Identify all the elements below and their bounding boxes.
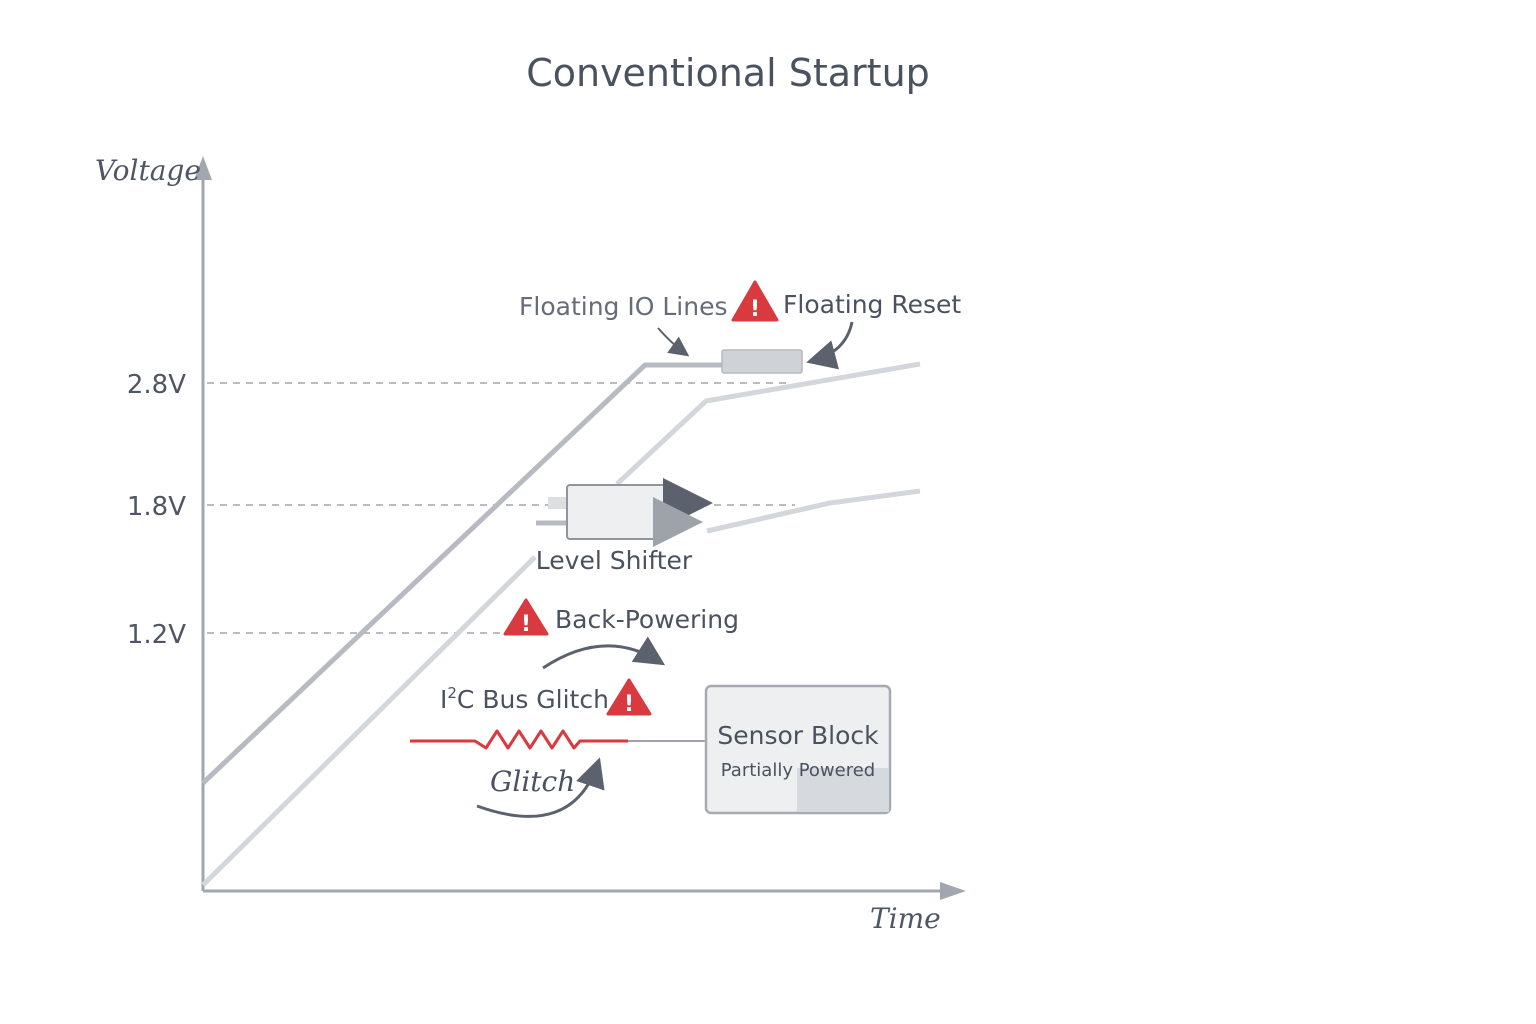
svg-text:!: ! <box>521 612 531 637</box>
y-axis-label: Voltage <box>95 154 201 187</box>
back-powering-label: Back-Powering <box>555 605 739 634</box>
x-axis-arrowhead <box>940 882 966 900</box>
level-shifter-input-stub-top <box>548 497 567 509</box>
warning-triangle-icon: ! <box>731 280 779 322</box>
floating-reset-arrow <box>806 321 854 370</box>
level-label-1-2v: 1.2V <box>127 620 186 650</box>
i2c-glitch-label: I2C Bus Glitch <box>440 684 609 714</box>
floating-reset-segment <box>721 349 803 374</box>
floating-io-arrow <box>657 327 690 357</box>
secondary-rail-lower-segment <box>201 555 537 887</box>
warning-triangle-icon: ! <box>503 598 549 637</box>
level-label-1-8v: 1.8V <box>127 492 186 522</box>
sensor-block-subtitle: Partially Powered <box>721 760 875 781</box>
y-axis-arrowhead <box>194 156 212 180</box>
warning-triangle-icon: ! <box>606 678 652 717</box>
level-shifter-label: Level Shifter <box>536 546 693 575</box>
level-shifter-box <box>566 484 666 540</box>
sensor-block-title: Sensor Block <box>717 721 879 750</box>
i2c-glitch-waveform <box>410 729 628 750</box>
floating-io-label: Floating IO Lines <box>519 292 727 321</box>
back-powering-arrow <box>542 636 666 670</box>
floating-reset-callout: ! Floating Reset <box>731 280 961 370</box>
x-axis-label: Time <box>870 902 941 935</box>
sensor-block-unpowered-region <box>797 768 889 812</box>
i2c-glitch-callout: I2C Bus Glitch ! Glitch <box>410 678 706 818</box>
level-shifter: Level Shifter <box>536 478 713 575</box>
secondary-rail-upper-segment <box>615 361 921 486</box>
glitch-label: Glitch <box>490 765 575 798</box>
back-powering-callout: ! Back-Powering <box>503 598 739 670</box>
voltage-levels: 2.8V 1.8V 1.2V <box>127 370 795 650</box>
sensor-block: Sensor Block Partially Powered <box>704 684 892 815</box>
glitch-arrow <box>476 757 605 818</box>
voltage-rails <box>201 349 921 887</box>
primary-rail-curve <box>201 362 725 785</box>
diagram-title: Conventional Startup <box>526 51 930 95</box>
level-label-2-8v: 2.8V <box>127 370 186 400</box>
floating-io-callout: Floating IO Lines <box>519 292 727 357</box>
floating-reset-label: Floating Reset <box>783 290 961 319</box>
svg-text:!: ! <box>624 692 634 717</box>
svg-text:!: ! <box>750 297 760 322</box>
axes: Voltage Time <box>95 154 966 935</box>
low-voltage-rail <box>706 488 921 534</box>
